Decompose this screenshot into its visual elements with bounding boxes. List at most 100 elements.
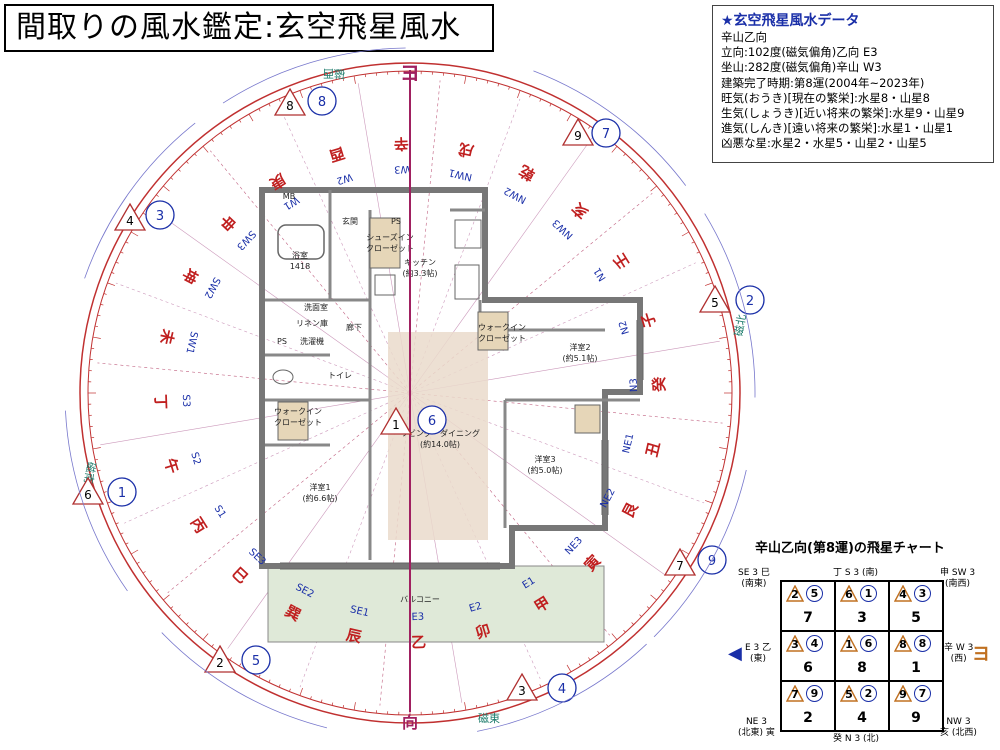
sector-line bbox=[210, 150, 411, 394]
flying-star-chart-title: 辛山乙向(第8運)の飛星チャート bbox=[755, 541, 945, 556]
compass-tick bbox=[646, 177, 650, 180]
stove bbox=[454, 219, 482, 249]
compass-tick bbox=[353, 702, 356, 711]
direction-code: N2 bbox=[617, 319, 632, 335]
chart-label-w: 辛 W 3 (西) bbox=[944, 643, 974, 664]
compass-tick bbox=[320, 699, 323, 703]
water-star-number: 4 bbox=[558, 682, 566, 697]
compass-tick bbox=[115, 522, 119, 525]
data-line-7: 進気(しんき)[遠い将来の繁栄]:水星1・山星1 bbox=[721, 121, 953, 136]
chart-label-s: 丁 S 3 (南) bbox=[833, 568, 879, 578]
compass-tick bbox=[163, 594, 170, 601]
sector-line bbox=[299, 392, 411, 688]
compass-tick bbox=[646, 606, 650, 609]
mountain-star-value: 3 bbox=[791, 638, 799, 651]
direction-kanji: 申 bbox=[216, 211, 239, 234]
compass-tick bbox=[497, 83, 500, 87]
compass-tick bbox=[202, 633, 209, 640]
compass-tick bbox=[611, 146, 618, 153]
compass-tick bbox=[475, 704, 478, 709]
bathtub bbox=[277, 224, 325, 260]
direction-code: NW2 bbox=[502, 184, 528, 205]
mountain-star-triangle-icon: 9 bbox=[894, 685, 912, 702]
mountain-star-triangle bbox=[505, 672, 539, 701]
direction-kanji: 子 bbox=[638, 310, 660, 330]
sector-line bbox=[409, 193, 653, 394]
sector-arc bbox=[222, 47, 406, 104]
direction-kanji: 丑 bbox=[643, 440, 664, 459]
compass-tick bbox=[713, 491, 717, 493]
compass-tick bbox=[142, 212, 146, 215]
sector-line bbox=[154, 210, 411, 394]
chart-label-nw: NW 3 亥 (北西) bbox=[940, 717, 977, 738]
compass-tick bbox=[239, 119, 242, 123]
compass-tick bbox=[681, 549, 690, 555]
room-label: 玄関 bbox=[342, 216, 358, 226]
compass-tick bbox=[178, 614, 181, 617]
room-label: リビング・ダイニング(約14.0帖) bbox=[400, 428, 480, 449]
compass-tick bbox=[529, 94, 531, 98]
water-star-circle bbox=[145, 200, 175, 230]
compass-tick bbox=[497, 699, 500, 703]
mag-west-label: 磁西 bbox=[323, 67, 345, 80]
direction-kanji: 戌 bbox=[457, 139, 476, 160]
compass-tick bbox=[229, 657, 232, 661]
walkin-closet-shelf-2 bbox=[277, 401, 309, 441]
compass-tick bbox=[486, 702, 489, 706]
sector-line bbox=[167, 392, 411, 593]
compass-tick bbox=[186, 161, 189, 164]
compass-tick bbox=[149, 580, 153, 583]
compass-tick bbox=[97, 469, 101, 472]
compass-tick bbox=[639, 169, 642, 172]
bottom-axis-marker: 向 bbox=[402, 713, 418, 732]
compass-tick bbox=[667, 580, 671, 583]
compass-tick bbox=[559, 108, 562, 112]
compass-tick bbox=[103, 293, 107, 295]
sector-line bbox=[409, 80, 441, 394]
room-label: 洋室2(約5.1帖) bbox=[563, 342, 598, 363]
water-star-value: 6 bbox=[860, 635, 877, 652]
compass-tick bbox=[331, 702, 334, 706]
compass-tick bbox=[650, 594, 657, 601]
compass-tick bbox=[353, 75, 356, 84]
mountain-star-value: 9 bbox=[899, 688, 907, 701]
mountain-star-value: 1 bbox=[845, 638, 853, 651]
compass-tick bbox=[704, 500, 713, 504]
compass-tick bbox=[194, 629, 197, 633]
water-star-circle bbox=[107, 477, 137, 507]
mountain-star-value: 4 bbox=[899, 588, 907, 601]
room-label: 廊下 bbox=[346, 322, 362, 332]
compass-tick bbox=[719, 469, 723, 472]
period-star-value: 4 bbox=[857, 710, 867, 726]
living-rug bbox=[388, 332, 488, 540]
compass-tick bbox=[331, 80, 334, 84]
direction-code: SW2 bbox=[202, 275, 222, 300]
direction-kanji: 辛 bbox=[393, 134, 409, 153]
fridge bbox=[374, 274, 396, 296]
water-star-number: 7 bbox=[602, 127, 610, 142]
data-line-4: 建築完了時期:第8運(2004年~2023年) bbox=[721, 75, 925, 90]
data-line-3: 坐山:282度(磁気偏角)辛山 W3 bbox=[721, 60, 882, 75]
compass-tick bbox=[588, 125, 591, 129]
period-star-value: 2 bbox=[803, 710, 813, 726]
compass-tick bbox=[566, 664, 572, 673]
data-line-8: 凶悪な星:水星2・水星5・山星2・山星5 bbox=[721, 136, 927, 151]
sector-line bbox=[409, 392, 705, 504]
direction-code: SE1 bbox=[349, 604, 370, 619]
direction-kanji: 午 bbox=[161, 456, 183, 476]
direction-kanji: 亥 bbox=[569, 199, 592, 222]
sector-arc bbox=[533, 70, 687, 186]
compass-tick bbox=[156, 589, 159, 592]
water-star-number: 2 bbox=[746, 294, 754, 309]
direction-code: NE1 bbox=[621, 432, 636, 454]
room3-shelf bbox=[574, 404, 601, 434]
compass-tick bbox=[661, 589, 664, 592]
